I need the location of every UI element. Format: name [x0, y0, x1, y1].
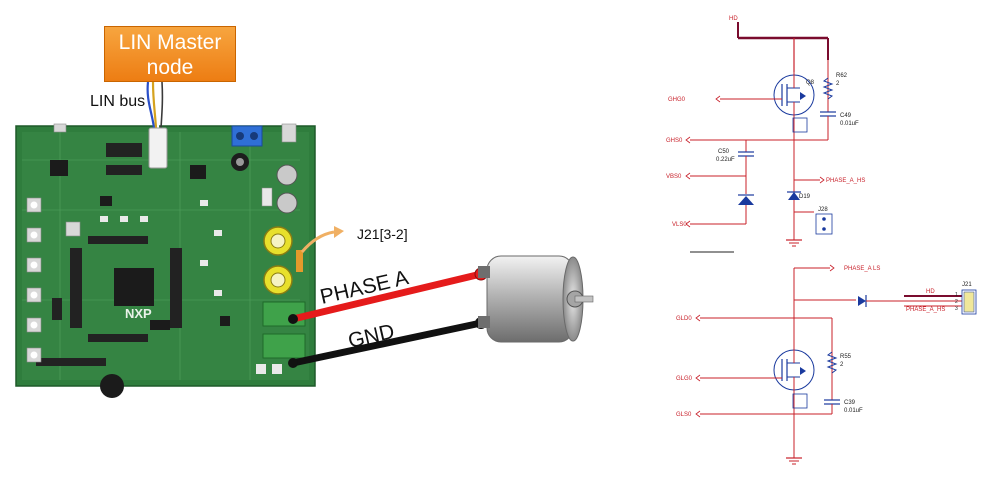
- board-logo: NXP: [125, 306, 152, 321]
- j21-pins-label: J21[3-2]: [357, 226, 408, 242]
- c49-value: 0.01uF: [840, 121, 859, 127]
- q8-label: Q8: [806, 80, 815, 86]
- c49-label: C49: [840, 113, 852, 119]
- phase-a-wire: [289, 270, 485, 323]
- screw-terminal: [263, 226, 293, 295]
- dc-motor: [478, 255, 594, 343]
- phase-a-hs-conn-label: PHASE_A_HS: [906, 307, 945, 313]
- r55-value: 2: [840, 362, 844, 368]
- j28-label: J28: [818, 207, 828, 213]
- gnd-wire: [289, 319, 485, 367]
- hd-top-label: HD: [729, 16, 738, 22]
- r62-value: 2: [836, 81, 840, 87]
- dev-board: NXP: [15, 123, 316, 398]
- lin-bus-label: LIN bus: [90, 93, 146, 110]
- ghg0-label: GHG0: [668, 97, 686, 103]
- c50-label: C50: [718, 149, 730, 155]
- r62-label: R62: [836, 73, 848, 79]
- gld0-label: GLD0: [676, 316, 692, 322]
- c39-value: 0.01uF: [844, 408, 863, 414]
- j21-pin-2: 2: [955, 299, 958, 305]
- c50-value: 0.22uF: [716, 157, 735, 163]
- vbs0-label: VBS0: [666, 174, 682, 180]
- phase-a-hs-label: PHASE_A_HS: [826, 178, 865, 184]
- phase-a-ls-label: PHASE_A LS: [844, 266, 880, 272]
- gls0-label: GLS0: [676, 412, 692, 418]
- d19-label: D19: [799, 194, 811, 200]
- hd-conn-label: HD: [926, 289, 935, 295]
- gnd-label: GND: [346, 320, 397, 353]
- lin-master-line2: node: [146, 56, 194, 79]
- j21-schematic-label: J21: [962, 282, 972, 288]
- lin-master-line1: LIN Master: [118, 31, 222, 54]
- j21-pin-3: 3: [955, 306, 958, 312]
- j21-pointer-arrow: [300, 230, 335, 253]
- lin-master-node: LIN Master node: [104, 26, 236, 82]
- j21-pin-1: 1: [955, 292, 958, 298]
- vls0-label: VLS0: [672, 222, 687, 228]
- ghs0-label: GHS0: [666, 138, 683, 144]
- r55-label: R55: [840, 354, 852, 360]
- c39-label: C39: [844, 400, 856, 406]
- lin-bus-cable: [146, 81, 168, 169]
- glg0-label: GLG0: [676, 376, 693, 382]
- schematic: HD Q8 R62 2 C49 0.01uF GHG0 GHS0 C50 0.2…: [666, 16, 977, 465]
